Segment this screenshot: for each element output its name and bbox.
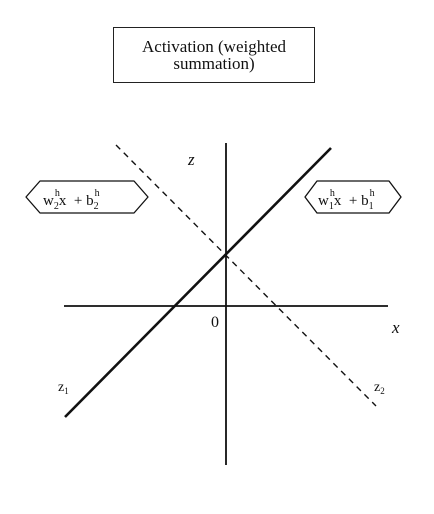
- x-axis-label: x: [391, 318, 400, 337]
- z-axis-label: z: [187, 150, 195, 169]
- activation-title-box: Activation (weighted summation): [113, 27, 315, 83]
- formula-bubble-left: [25, 180, 149, 214]
- line-z1: [64, 147, 332, 418]
- title-line-2: summation): [173, 54, 255, 73]
- line-z2: [115, 144, 377, 407]
- origin-label: 0: [211, 314, 219, 331]
- line-z1-label: z1: [58, 380, 69, 396]
- formula-bubble-right: [304, 180, 402, 214]
- title-line-1: Activation (weighted: [142, 37, 286, 56]
- line-z2-label: z2: [374, 380, 385, 396]
